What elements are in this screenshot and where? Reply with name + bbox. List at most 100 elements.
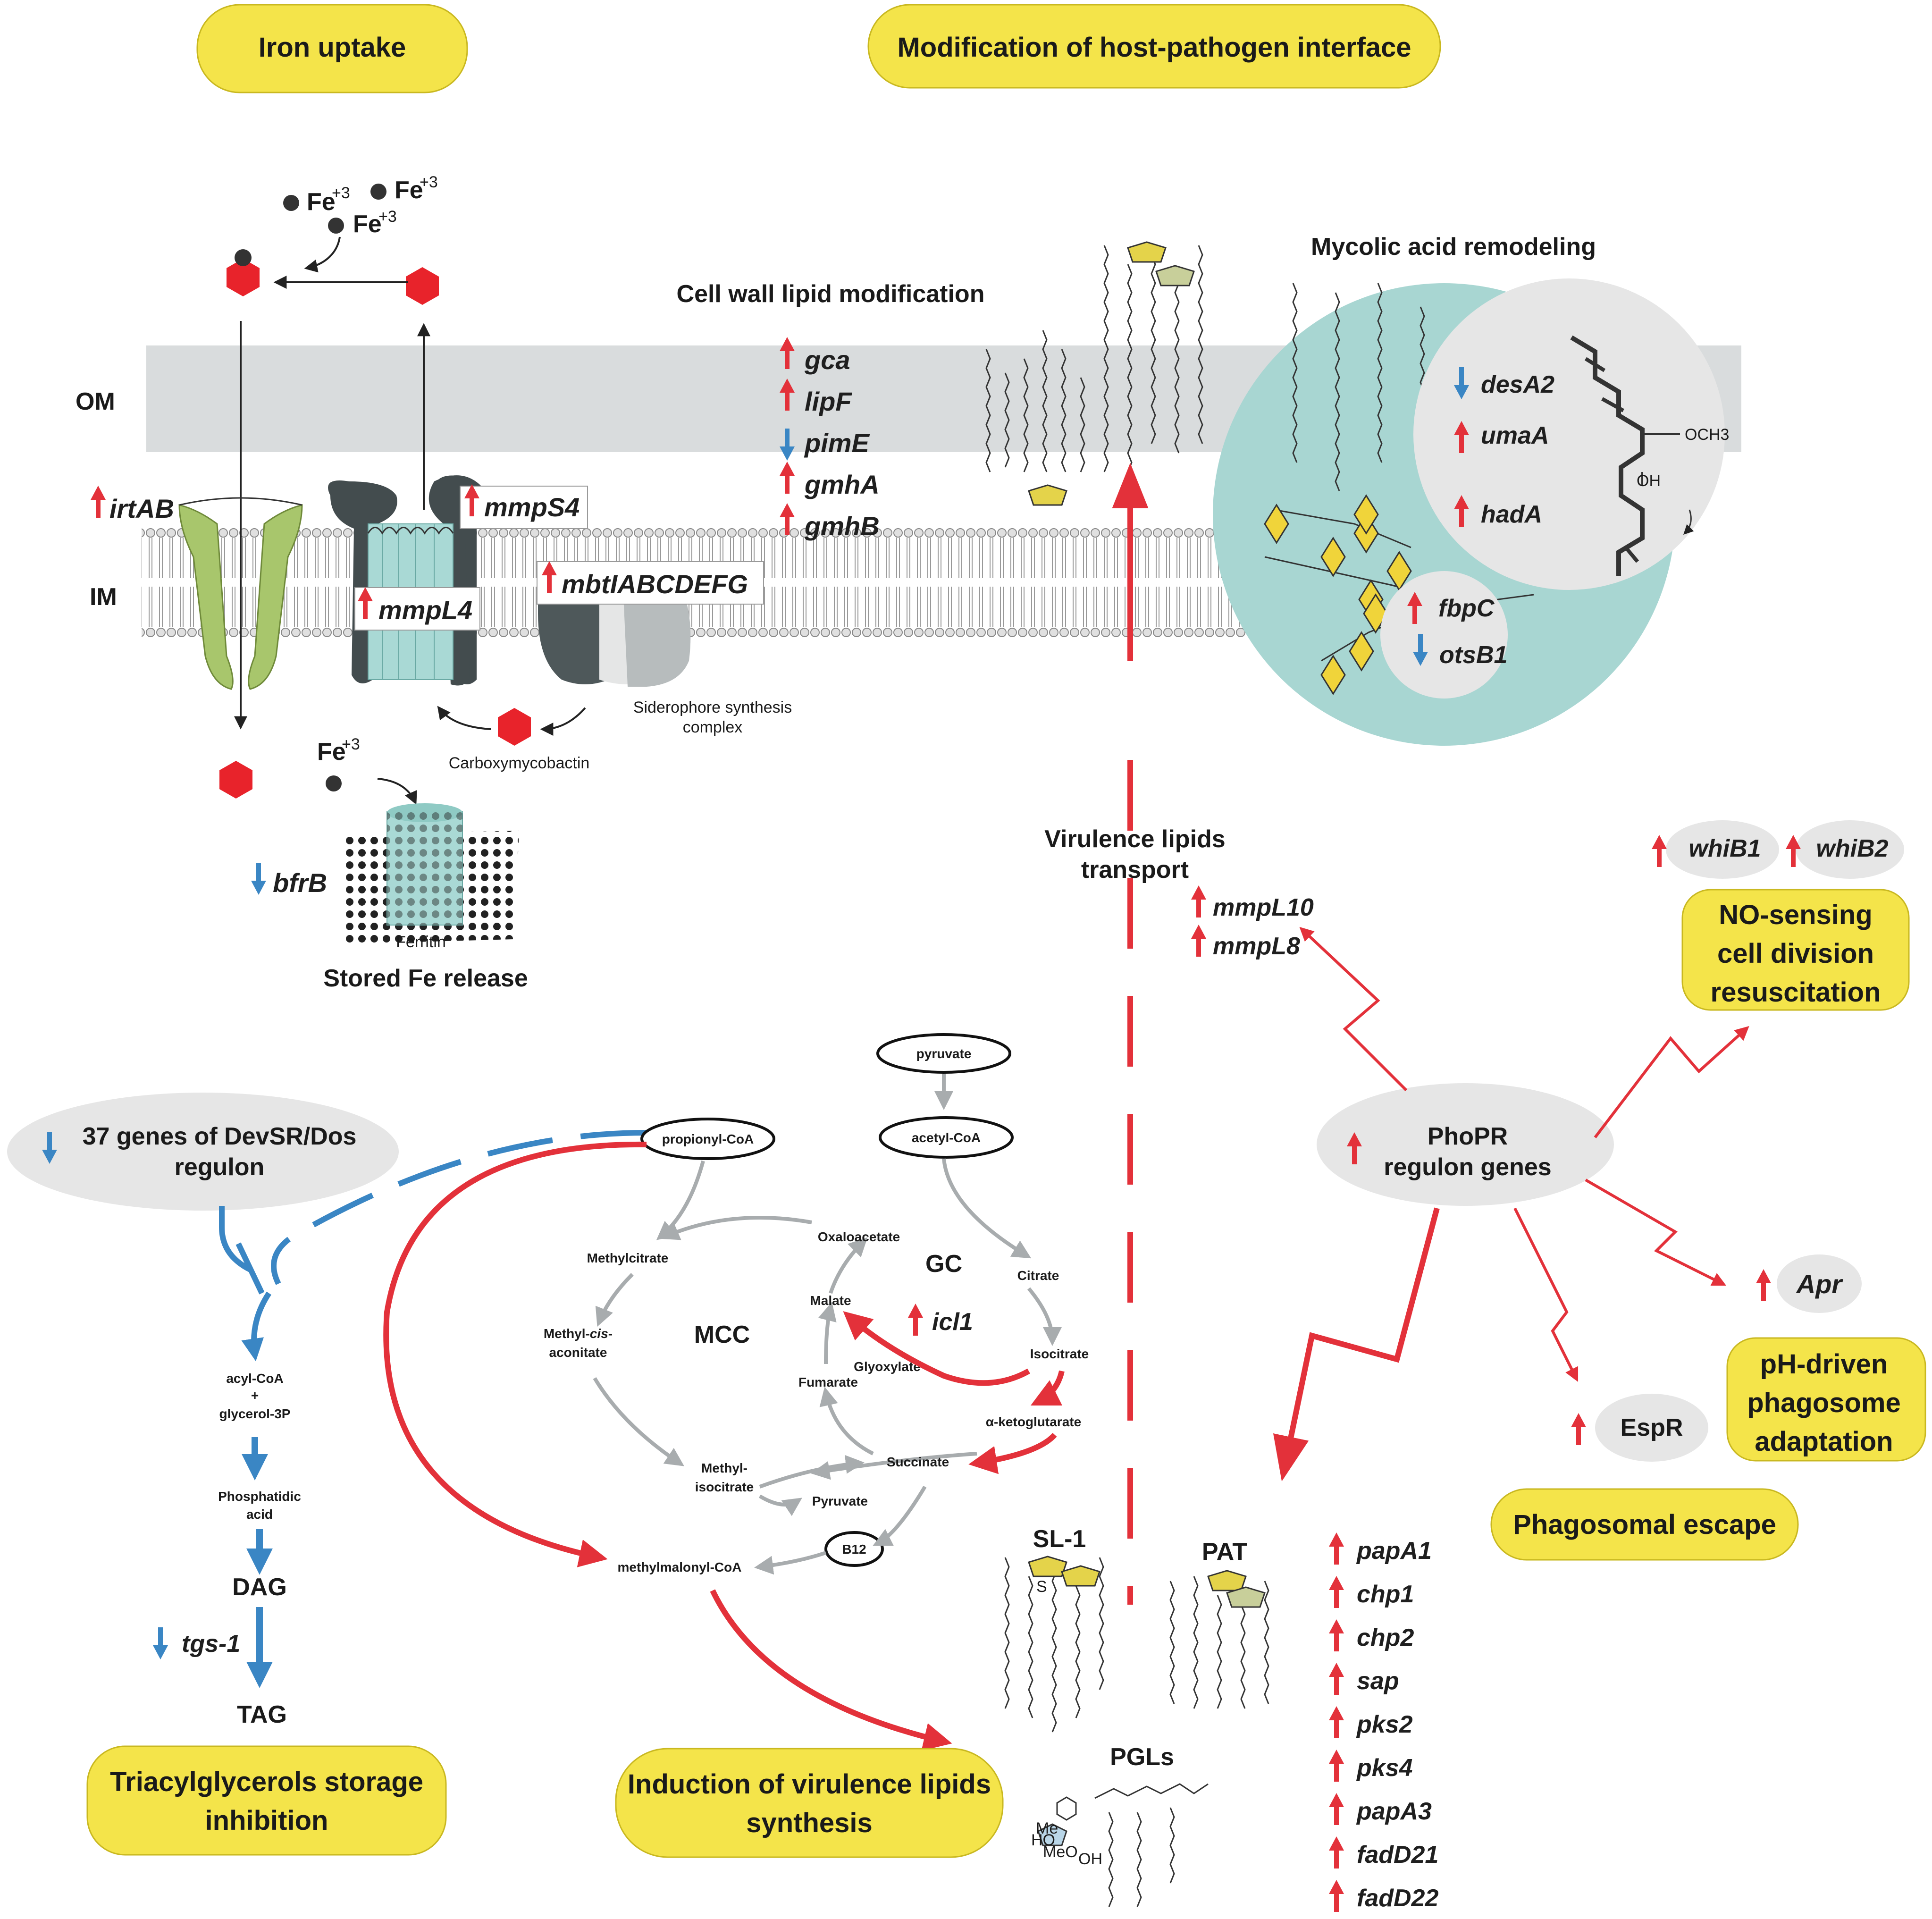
gc-label: GC: [925, 1250, 962, 1278]
devsr-ellipse: [7, 1093, 399, 1211]
mmpl10-gene: mmpL10: [1213, 894, 1314, 921]
siderophore-label-1: Siderophore synthesis: [633, 699, 792, 716]
pyruvate-node: [876, 1033, 1011, 1074]
oxaloacetate-label: Oxaloacetate: [818, 1229, 900, 1244]
irtab-up-arrow: [91, 486, 106, 518]
ph-title-1: pH-driven: [1760, 1349, 1888, 1380]
phopr-label-2: regulon genes: [1384, 1153, 1551, 1181]
whib1-gene: whiB1: [1688, 835, 1761, 862]
fe-ions: Fe +3 Fe +3 Fe +3: [283, 173, 438, 238]
isocitrate-label: Isocitrate: [1030, 1347, 1089, 1361]
tag-label: TAG: [237, 1701, 287, 1728]
pgl-me-label: Me: [1036, 1819, 1058, 1837]
ph-box: pH-driven phagosome adaptation: [1726, 1337, 1926, 1462]
cell-wall-gene: gmhA: [804, 470, 880, 499]
succinate-label: Succinate: [887, 1455, 949, 1469]
phagosomal-escape-box: Phagosomal escape: [1490, 1488, 1799, 1561]
otsb1-gene: otsB1: [1439, 641, 1507, 669]
propionyl-coa-label: propionyl-CoA: [662, 1132, 754, 1146]
whib1-ellipse: [1666, 820, 1779, 879]
devsr-label-1: 37 genes of DevSR/Dos: [83, 1123, 357, 1150]
siderophore-released: [219, 761, 252, 799]
im-label: IM: [90, 583, 117, 611]
transport-label-1: Virulence lipids: [1044, 825, 1225, 853]
phopr-gene: pks2: [1356, 1711, 1413, 1738]
hada-gene: hadA: [1481, 501, 1542, 528]
pa-label-2: acid: [246, 1507, 273, 1522]
siderophore-empty: [406, 267, 439, 305]
phopr-gene: papA1: [1356, 1537, 1432, 1565]
acetyl-coa-node: [879, 1116, 1014, 1159]
phopr-gene: chp1: [1357, 1581, 1414, 1608]
methyl-iso-label-2: isocitrate: [695, 1480, 754, 1494]
methyl-cis-label-2: aconitate: [549, 1345, 607, 1360]
phopr-gene-arrow: [1329, 1836, 1344, 1868]
phopr-gene-list: papA1chp1chp2sappks2pks4papA3fadD21fadD2…: [1329, 1532, 1438, 1912]
irtab-gene: irtAB: [109, 494, 174, 523]
phopr-gene: chp2: [1357, 1624, 1414, 1651]
mycolic-title: Mycolic acid remodeling: [1311, 233, 1596, 261]
phopr-gene-arrow: [1329, 1663, 1344, 1695]
whib1-up-arrow: [1652, 835, 1667, 867]
no-sensing-title-2: cell division: [1717, 938, 1874, 969]
phopr-gene-arrow: [1329, 1619, 1344, 1651]
bfrb-down-arrow: [251, 863, 266, 895]
irtab-transporter: [178, 497, 303, 690]
ferritin: [344, 803, 519, 944]
transport-label-2: transport: [1081, 856, 1189, 884]
cell-wall-gene: lipF: [805, 387, 852, 416]
ph-title-2: phagosome: [1747, 1388, 1901, 1418]
stored-fe-label: Stored Fe release: [323, 965, 528, 992]
apr-gene: Apr: [1796, 1269, 1844, 1299]
phopr-gene-arrow: [1329, 1880, 1344, 1912]
cell-wall-gene: gmhB: [804, 511, 880, 541]
om-label: OM: [76, 388, 115, 415]
fe-charge-3: +3: [378, 208, 397, 226]
pat-label: PAT: [1202, 1538, 1248, 1566]
pyruvate-label: pyruvate: [916, 1046, 972, 1061]
umaa-gene: umaA: [1481, 422, 1549, 449]
phopr-gene-arrow: [1329, 1576, 1344, 1608]
cell-wall-gene: pimE: [804, 428, 870, 458]
pat-structure: [1169, 1570, 1269, 1709]
whib2-gene: whiB2: [1816, 835, 1888, 862]
host-interface-title: Modification of host-pathogen interface: [897, 32, 1411, 63]
cell-wall-gene-arrow: [780, 462, 795, 494]
citrate-label: Citrate: [1017, 1268, 1059, 1283]
phagosomal-escape-title: Phagosomal escape: [1513, 1509, 1776, 1540]
fbpc-circle: [1380, 571, 1508, 699]
acyl-coa-label: acyl-CoA: [226, 1371, 283, 1386]
carboxymycobactin-label: Carboxymycobactin: [449, 754, 590, 772]
desa2-gene: desA2: [1481, 371, 1554, 398]
devsr-inhibition-line: [219, 1206, 252, 1272]
icl1-gene: icl1: [932, 1308, 973, 1336]
fumarate-label: Fumarate: [798, 1375, 858, 1389]
siderophore-label-2: complex: [683, 718, 743, 736]
oh-label: OH: [1637, 472, 1661, 490]
mbti-gene: mbtIABCDEFG: [562, 569, 748, 599]
pgl-structure: [1037, 1783, 1209, 1907]
pgls-label: PGLs: [1110, 1743, 1174, 1771]
whib2-ellipse: [1796, 820, 1904, 879]
phopr-label-1: PhoPR: [1428, 1123, 1508, 1150]
sl1-structure: [1004, 1556, 1104, 1733]
acetyl-coa-label: acetyl-CoA: [912, 1130, 981, 1145]
espr-ellipse: [1595, 1394, 1708, 1462]
phopr-to-apr-arrow: [1585, 1178, 1727, 1286]
sl1-label: SL-1: [1033, 1525, 1086, 1553]
sl1-s-label: S: [1036, 1578, 1047, 1596]
mcc-label: MCC: [694, 1321, 750, 1348]
ferritin-label: Ferritin: [396, 933, 446, 951]
siderophore-loaded: [227, 259, 260, 296]
mycolic-structure: [1570, 335, 1694, 576]
no-sensing-title-3: resuscitation: [1711, 977, 1881, 1008]
tag-title-2: inhibition: [205, 1805, 328, 1836]
devsr-label-2: regulon: [175, 1153, 265, 1181]
pgl-oh-label: OH: [1078, 1850, 1102, 1868]
phopr-gene: fadD22: [1357, 1885, 1438, 1912]
no-sensing-title-1: NO-sensing: [1719, 900, 1873, 930]
plus-label: +: [251, 1388, 259, 1403]
b12-node: [824, 1531, 884, 1567]
inhibition-bar: [235, 1242, 265, 1295]
